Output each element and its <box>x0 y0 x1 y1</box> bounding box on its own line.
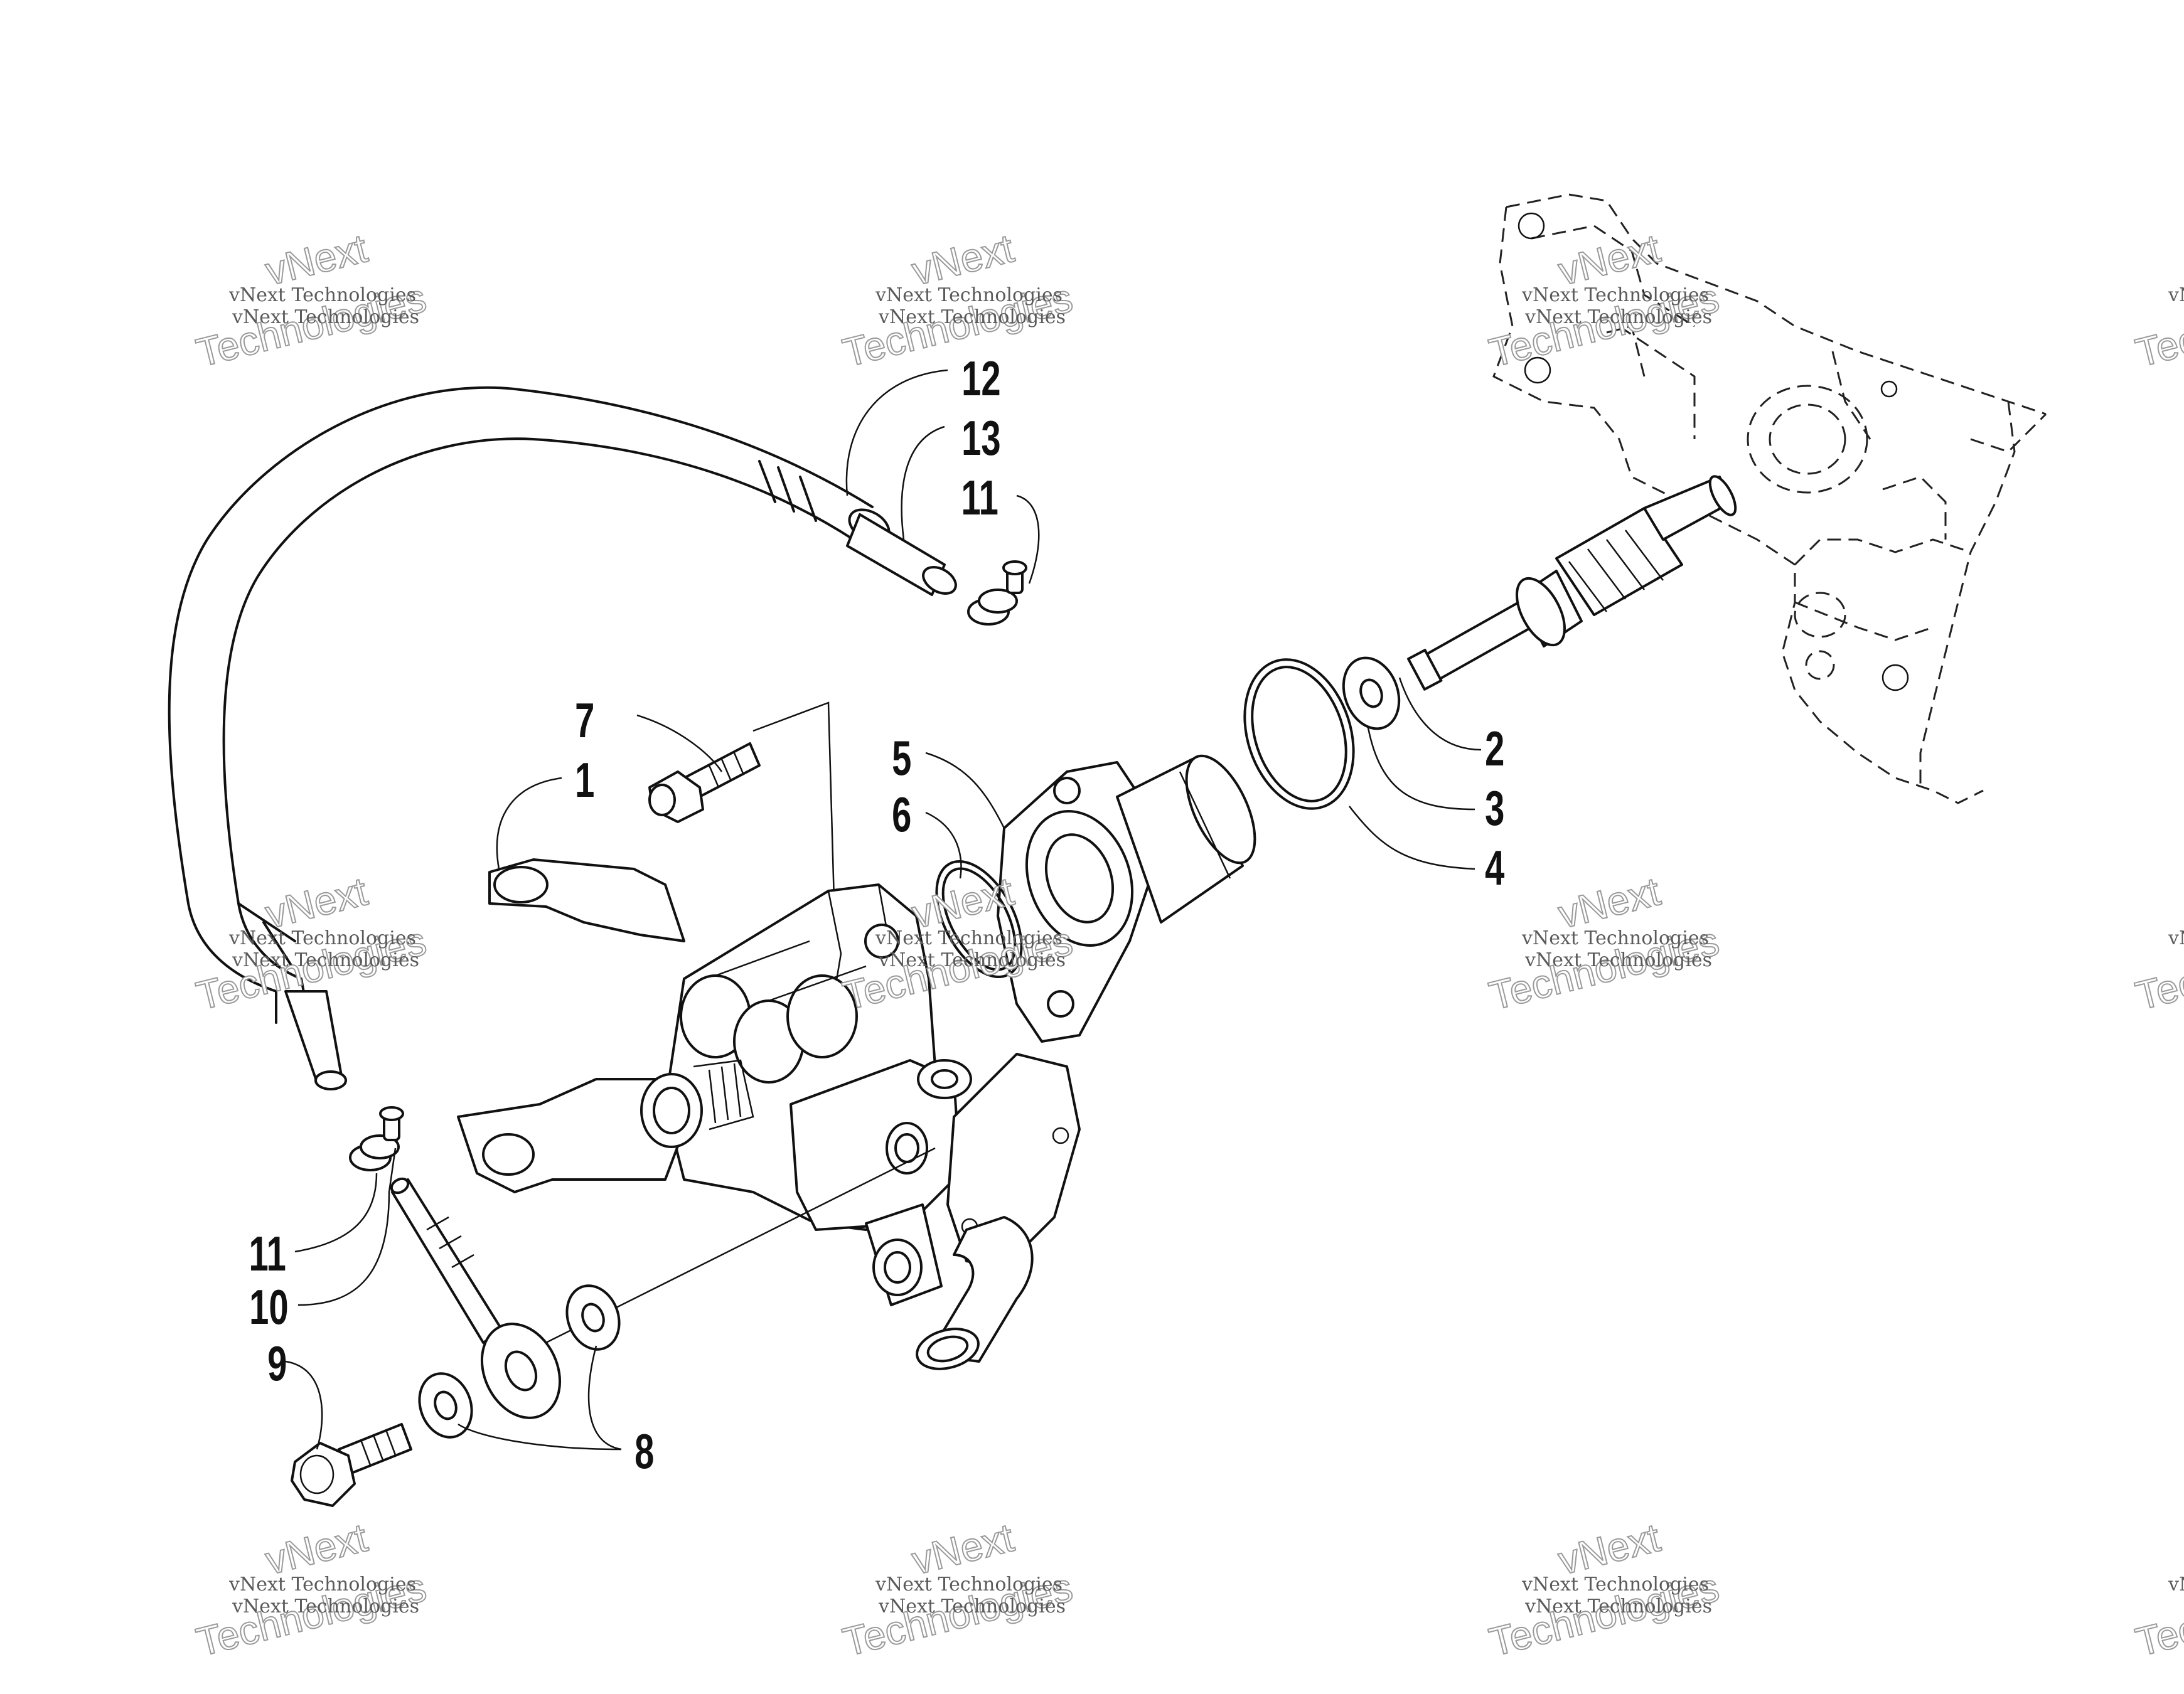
o-ring-large <box>1243 658 1355 810</box>
watermark-edge: vNext Technologies vNext Technologies vN… <box>2131 274 2184 1665</box>
washer <box>1342 656 1401 730</box>
pump-cover <box>997 754 1256 1043</box>
hose-clamp-upper <box>967 560 1027 626</box>
callout-11-top: 11 <box>961 471 998 525</box>
callout-12: 12 <box>961 351 1000 406</box>
svg-text:vNext Technologies: vNext Technologies <box>2168 284 2184 306</box>
callout-3: 3 <box>1485 781 1504 836</box>
callout-labels: 12 13 11 7 1 5 6 2 3 4 11 10 9 8 <box>249 351 1505 1479</box>
svg-text:vNext Technologies: vNext Technologies <box>2168 1574 2184 1595</box>
bolt-upper <box>648 701 836 923</box>
watermark: vNext Technologies vNext Technologies vN… <box>838 868 1078 1019</box>
oil-hose <box>168 386 957 1090</box>
callout-1: 1 <box>575 753 594 807</box>
svg-text:vNext Technologies: vNext Technologies <box>878 1595 1066 1617</box>
watermark: vNext Technologies vNext Technologies vN… <box>191 1514 431 1665</box>
sealing-washer-upper <box>565 1284 621 1351</box>
watermark: vNext Technologies vNext Technologies vN… <box>838 1514 1078 1665</box>
watermark: vNext Technologies vNext Technologies vN… <box>1484 1514 1724 1665</box>
svg-text:vNext Technologies: vNext Technologies <box>228 284 416 306</box>
svg-text:vNext Technologies: vNext Technologies <box>232 949 419 971</box>
callout-13: 13 <box>961 411 1000 466</box>
callout-9: 9 <box>267 1336 287 1391</box>
oil-pump-body <box>457 858 1081 1370</box>
banjo-fitting <box>390 1147 936 1419</box>
svg-text:vNext Technologies: vNext Technologies <box>232 306 419 328</box>
svg-text:vNext Technologies: vNext Technologies <box>2168 927 2184 949</box>
watermark: vNext Technologies vNext Technologies vN… <box>1484 225 1724 376</box>
hose-clamp-lower <box>349 1106 404 1171</box>
callout-2: 2 <box>1485 722 1504 776</box>
watermark: vNext Technologies vNext Technologies vN… <box>838 225 1078 376</box>
engine-case-outline <box>1492 193 2047 804</box>
gear-shaft <box>1407 475 1737 691</box>
callout-7: 7 <box>575 693 594 748</box>
svg-text:vNext Technologies: vNext Technologies <box>1521 1574 1709 1595</box>
callout-4: 4 <box>1485 841 1504 895</box>
callout-10: 10 <box>249 1280 288 1334</box>
o-ring-small <box>935 860 1023 978</box>
svg-text:vNext Technologies: vNext Technologies <box>878 306 1066 328</box>
callout-5: 5 <box>892 731 911 786</box>
svg-text:vNext Technologies: vNext Technologies <box>228 927 416 949</box>
svg-text:vNext Technologies: vNext Technologies <box>1524 306 1712 328</box>
svg-text:vNext Technologies: vNext Technologies <box>1521 284 1709 306</box>
svg-text:vNext Technologies: vNext Technologies <box>228 1574 416 1595</box>
svg-text:vNext Technologies: vNext Technologies <box>875 1574 1063 1595</box>
watermark: vNext Technologies vNext Technologies vN… <box>191 225 431 376</box>
svg-text:vNext Technologies: vNext Technologies <box>232 1595 419 1617</box>
svg-text:vNext Technologies: vNext Technologies <box>875 284 1063 306</box>
callout-8: 8 <box>634 1424 654 1479</box>
sealing-washer-lower <box>418 1372 473 1439</box>
svg-text:vNext Technologies: vNext Technologies <box>1524 949 1712 971</box>
svg-text:vNext Technologies: vNext Technologies <box>875 927 1063 949</box>
watermarks: vNext Technologies vNext Technologies vN… <box>191 225 2184 1665</box>
svg-text:vNext Technologies: vNext Technologies <box>1524 1595 1712 1617</box>
watermark: vNext Technologies vNext Technologies vN… <box>1484 868 1724 1019</box>
banjo-bolt <box>291 1423 412 1507</box>
callout-11-bottom: 11 <box>249 1227 286 1281</box>
svg-text:vNext Technologies: vNext Technologies <box>878 949 1066 971</box>
callout-6: 6 <box>892 787 911 842</box>
leader-lines <box>285 369 1482 1451</box>
svg-text:vNext Technologies: vNext Technologies <box>1521 927 1709 949</box>
